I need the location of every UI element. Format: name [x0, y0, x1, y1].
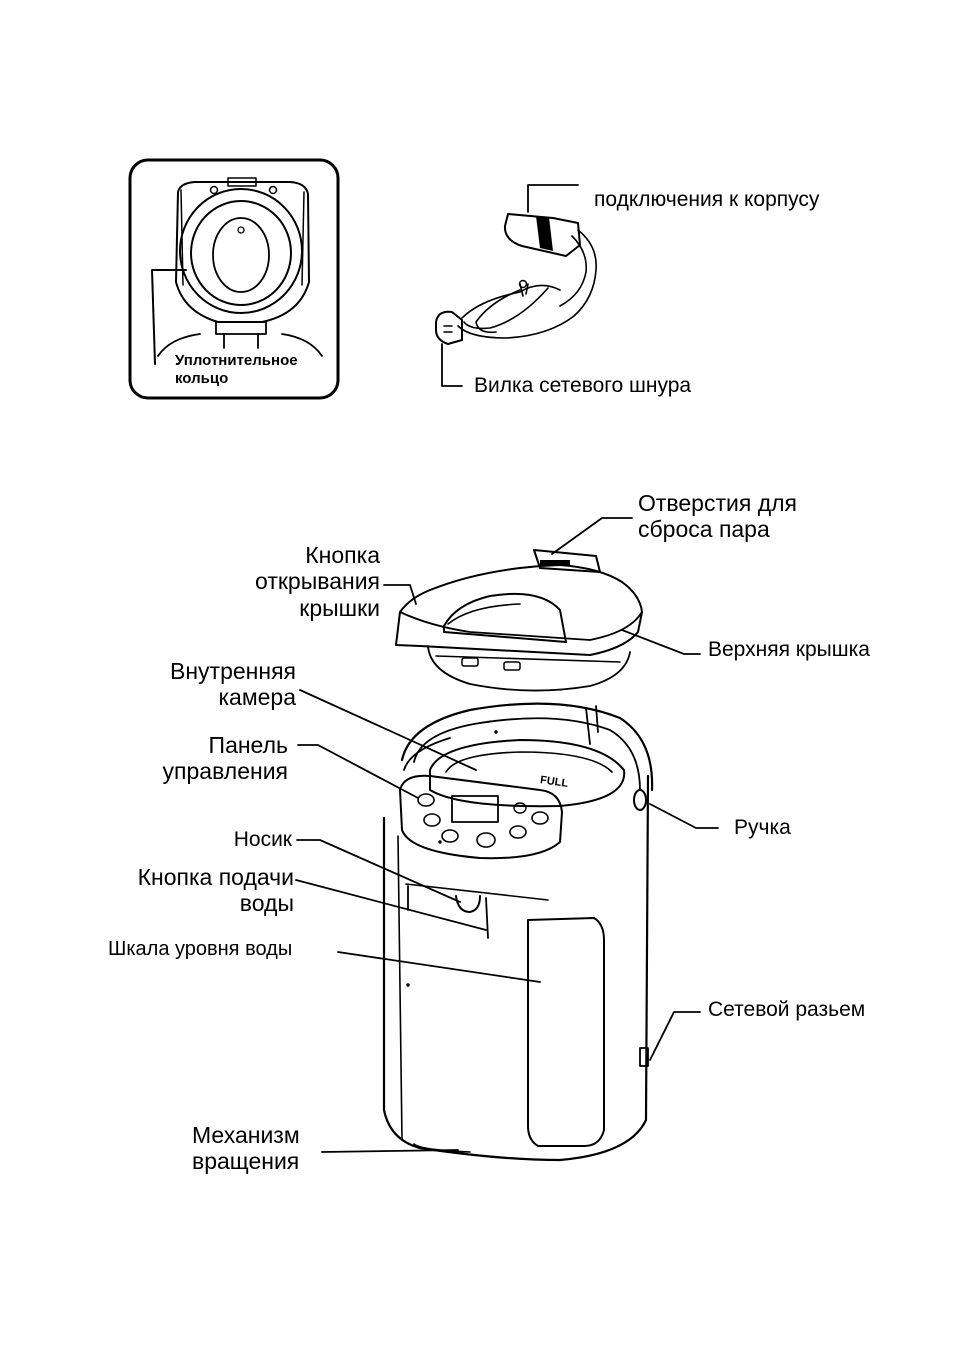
gasket-label: Уплотнительное кольцо: [175, 352, 325, 388]
connector-band: [536, 216, 553, 251]
lid-button-label: Кнопка открывания крышки: [222, 542, 380, 621]
dispense-button-label: Кнопка подачи воды: [104, 864, 294, 917]
top-lid-label: Верхняя крышка: [708, 638, 870, 662]
inner-chamber-label: Внутренняя камера: [140, 658, 296, 711]
steam-vent-label: Отверстия для сброса пара: [638, 490, 838, 543]
body-outline: [384, 776, 648, 1160]
gasket-ring-outer: [180, 189, 302, 313]
gasket-leader: [152, 270, 186, 364]
connector-leader: [528, 185, 578, 212]
water-scale-label: Шкала уровня воды: [108, 938, 292, 961]
lid-rim: [396, 565, 642, 655]
cord-connector-label: подключения к корпусу: [594, 188, 819, 212]
rotation-base-label: Механизм вращения: [192, 1122, 322, 1175]
cord-plug-label: Вилка сетевого шнура: [474, 374, 691, 398]
inset-lid-outline: [176, 182, 309, 322]
handle-label: Ручка: [734, 816, 791, 840]
control-panel-label: Панель управления: [130, 732, 288, 785]
power-socket-label: Сетевой разьем: [708, 998, 865, 1022]
gasket-ring: [191, 201, 291, 305]
cord-plug: [436, 312, 462, 344]
power-cord: [436, 185, 596, 386]
pot-body: [384, 704, 652, 1160]
plug-leader: [442, 344, 462, 386]
top-lid: [396, 550, 642, 691]
spout-label: Носик: [190, 828, 292, 852]
water-level-window: [528, 918, 604, 1146]
spout: [456, 896, 480, 912]
